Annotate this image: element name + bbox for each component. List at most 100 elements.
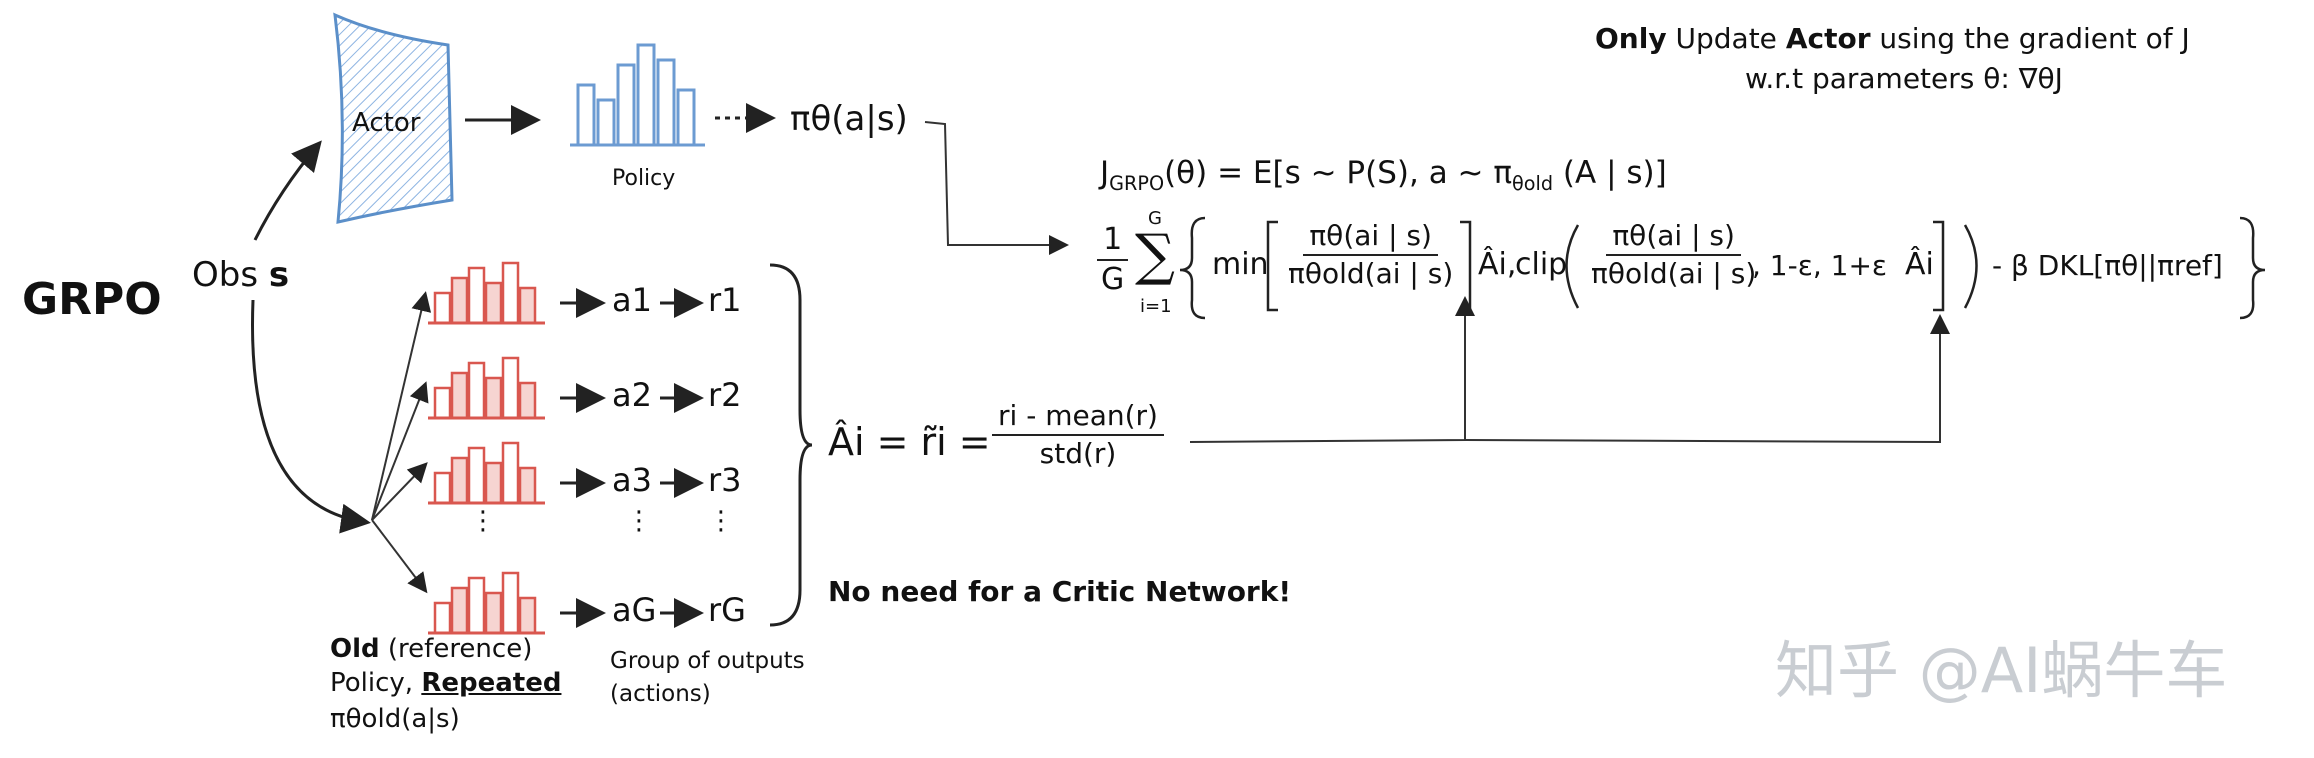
actor-label: Actor (352, 108, 421, 138)
dots-policy: ⋮ (470, 506, 496, 536)
advantage-num: ri - mean(r) (992, 402, 1164, 436)
old-policy-label-line3: πθold(a|s) (330, 704, 460, 734)
policy-label: Policy (612, 166, 676, 191)
old-policy-bar (450, 456, 469, 505)
top-note-end: using the gradient of J (1870, 22, 2190, 55)
group-label-line2: (actions) (610, 681, 711, 707)
old-policy-bar (450, 371, 469, 420)
old-policy-bar (484, 281, 503, 325)
old-policy-bar (484, 461, 503, 505)
old-policy-icon (428, 356, 545, 420)
sum-sign: ∑ (1135, 223, 1175, 288)
reward-label: r1 (708, 281, 742, 319)
advantage-hat-1: Âi, (1478, 247, 1517, 282)
old-policy-bar (433, 601, 452, 635)
old-policy-bar (433, 291, 452, 325)
ratio-den: πθold(ai | s) (1288, 257, 1454, 290)
group-label-line1: Group of outputs (610, 648, 805, 674)
old-policy-bar (518, 596, 537, 635)
advantage-lhs: Âi = r̃i = (828, 420, 991, 464)
repeated-word: Repeated (421, 668, 562, 698)
advantage-den: std(r) (1039, 437, 1117, 470)
action-label: a1 (612, 281, 652, 319)
obs-text: Obs (192, 255, 259, 295)
old-word: Old (330, 634, 380, 664)
old-policy-bar (518, 466, 537, 505)
objective-args: (θ) = E[s ~ P(S), a ~ π (1164, 155, 1513, 191)
old-policy-bar (501, 356, 520, 420)
one-over-g: 1 G (1095, 225, 1130, 295)
clip-ratio-den: πθold(ai | s) (1591, 257, 1757, 290)
sum-lower: i=1 (1140, 296, 1172, 317)
old-policy-bar (484, 591, 503, 635)
obs-to-actor-arrow (253, 140, 322, 241)
reward-label: rG (708, 591, 746, 629)
old-policy-word: Policy, (330, 668, 422, 698)
old-policy-label-line2: Policy, Repeated (330, 670, 561, 696)
old-policy-label-line1: Old (reference) (330, 636, 532, 662)
objective-tail: (A | s)] (1553, 155, 1667, 191)
old-policy-bar (450, 276, 469, 325)
old-policy-bar (467, 446, 486, 505)
action-label: aG (612, 591, 657, 629)
dots-action: ⋮ (626, 506, 652, 536)
old-policy-bar (467, 361, 486, 420)
policy-icon (570, 43, 705, 147)
old-policy-bar (501, 261, 520, 325)
objective-old-sub: θold (1512, 172, 1554, 196)
obs-to-old-policy-arrow (251, 299, 371, 534)
old-policy-icons (428, 261, 545, 635)
old-policy-bar (467, 576, 486, 635)
top-note-update: Update (1666, 22, 1786, 55)
old-policy-bar (518, 286, 537, 325)
min-label: min (1212, 247, 1269, 282)
one-over-g-den: G (1101, 262, 1125, 297)
top-note-actor: Actor (1785, 22, 1871, 55)
no-critic-note: No need for a Critic Network! (828, 575, 1292, 608)
objective-definition: JGRPO(θ) = E[s ~ P(S), a ~ πθold (A | s)… (1100, 155, 1667, 196)
old-policy-bar (518, 381, 537, 420)
dots-reward: ⋮ (708, 506, 734, 536)
watermark: 知乎 @AI蜗牛车 (1775, 634, 2228, 707)
actor-shape (333, 12, 454, 224)
clip-label: clip (1515, 247, 1568, 282)
old-policy-icon (428, 571, 545, 635)
old-policy-icon (428, 261, 545, 325)
obs-var: s (268, 255, 290, 295)
old-policy-bar (433, 471, 452, 505)
objective-brackets (1179, 216, 2266, 320)
clip-ratio-fraction: πθ(ai | s) πθold(ai | s) (1585, 222, 1762, 288)
policy-expression: πθ(a|s) (790, 99, 908, 139)
advantage-fraction: ri - mean(r) std(r) (992, 402, 1164, 468)
top-note-only: Only (1595, 22, 1667, 55)
old-policy-bar (501, 441, 520, 505)
advantage-hat-2: Âi (1905, 247, 1934, 282)
old-policy-bar (450, 586, 469, 635)
action-label: a2 (612, 376, 652, 414)
clip-ratio-num: πθ(ai | s) (1606, 222, 1741, 256)
ratio-num: πθ(ai | s) (1303, 222, 1438, 256)
top-note-line1: Only Update Actor using the gradient of … (1595, 25, 2190, 53)
old-policy-icon (428, 441, 545, 505)
advantage-connectors (1189, 296, 1950, 444)
kl-term: - β DKL[πθ||πref] (1992, 249, 2223, 282)
row-arrows (560, 288, 704, 628)
sum-upper: G (1148, 208, 1162, 229)
reward-label: r3 (708, 461, 742, 499)
old-reference: (reference) (379, 634, 533, 664)
ratio-fraction: πθ(ai | s) πθold(ai | s) (1282, 222, 1459, 288)
pi-to-objective-connector (924, 121, 1069, 255)
action-label: a3 (612, 461, 652, 499)
reward-label: r2 (708, 376, 742, 414)
old-policy-bar (484, 376, 503, 420)
old-policy-bar (433, 386, 452, 420)
old-policy-bar (501, 571, 520, 635)
objective-j-sub: GRPO (1109, 172, 1165, 196)
old-policy-bar (467, 266, 486, 325)
one-over-g-num: 1 (1097, 225, 1129, 261)
top-note-line2: w.r.t parameters θ: ∇θJ (1745, 62, 2063, 95)
group-brace (769, 263, 813, 627)
objective-j: J (1100, 155, 1110, 191)
clip-args: , 1-ε, 1+ε (1752, 249, 1888, 282)
